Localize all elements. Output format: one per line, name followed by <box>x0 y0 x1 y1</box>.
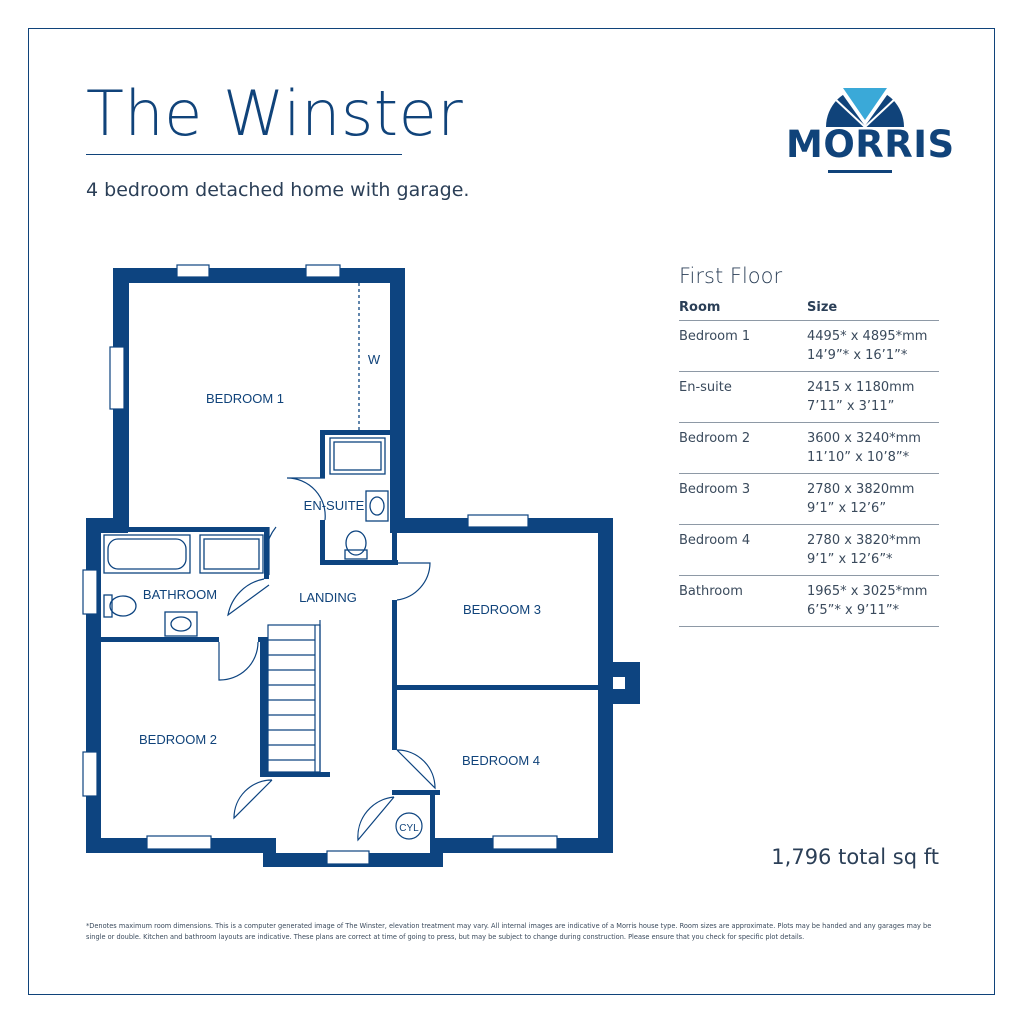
exterior-walls <box>86 268 640 867</box>
size-metric: 4495* x 4895*mm <box>807 329 928 344</box>
floor-title: First Floor <box>679 264 783 288</box>
room-size: 3600 x 3240*mm 11’10” x 10’8”* <box>807 422 939 474</box>
label-wardrobe: W <box>368 352 381 367</box>
room-dimensions-panel: First Floor Room Size Bedroom 1 4495* x … <box>679 264 939 627</box>
room-size: 2780 x 3820mm 9’1” x 12’6” <box>807 473 939 525</box>
label-en-suite: EN-SUITE <box>304 498 365 513</box>
table-row: Bathroom 1965* x 3025*mm 6’5”* x 9’11”* <box>679 575 939 627</box>
logo-wordmark: MORRIS <box>786 123 955 166</box>
table-header-row: Room Size <box>679 300 939 321</box>
table-row: Bedroom 4 2780 x 3820*mm 9’1” x 12’6”* <box>679 524 939 576</box>
room-name: Bedroom 3 <box>679 473 807 525</box>
size-imperial: 7’11” x 3’11” <box>807 399 895 414</box>
column-header-size: Size <box>807 300 939 321</box>
room-dimensions-table: Room Size Bedroom 1 4495* x 4895*mm 14’9”… <box>679 300 939 627</box>
cylinder-icon <box>395 812 423 840</box>
windows <box>82 264 558 865</box>
total-area: 1,796 total sq ft <box>771 845 939 869</box>
room-name: En-suite <box>679 371 807 423</box>
label-cylinder: CYL <box>399 823 419 834</box>
staircase <box>267 620 321 775</box>
floor-plan: BEDROOM 1 W EN-SUITE BATHROOM LANDING BE… <box>82 264 640 867</box>
room-size: 1965* x 3025*mm 6’5”* x 9’11”* <box>807 575 939 627</box>
room-size: 4495* x 4895*mm 14’9”* x 16’1”* <box>807 320 939 372</box>
label-bedroom-2: BEDROOM 2 <box>139 732 217 747</box>
label-bedroom-3: BEDROOM 3 <box>463 602 541 617</box>
door-swings <box>218 477 436 842</box>
size-imperial: 14’9”* x 16’1”* <box>807 348 908 363</box>
table-row: Bedroom 1 4495* x 4895*mm 14’9”* x 16’1”* <box>679 320 939 372</box>
room-name: Bedroom 1 <box>679 320 807 372</box>
label-landing: LANDING <box>299 590 357 605</box>
column-header-room: Room <box>679 300 807 321</box>
size-metric: 2415 x 1180mm <box>807 380 915 395</box>
room-name: Bathroom <box>679 575 807 627</box>
size-imperial: 9’1” x 12’6” <box>807 501 887 516</box>
size-metric: 1965* x 3025*mm <box>807 584 928 599</box>
page-subtitle: 4 bedroom detached home with garage. <box>86 179 470 201</box>
table-row: Bedroom 2 3600 x 3240*mm 11’10” x 10’8”* <box>679 422 939 474</box>
size-metric: 3600 x 3240*mm <box>807 431 921 446</box>
size-imperial: 11’10” x 10’8”* <box>807 450 910 465</box>
size-imperial: 9’1” x 12’6”* <box>807 552 893 567</box>
sunburst-logo-icon <box>826 88 904 128</box>
page-title: The Winster <box>86 77 464 150</box>
table-row: En-suite 2415 x 1180mm 7’11” x 3’11” <box>679 371 939 423</box>
size-imperial: 6’5”* x 9’11”* <box>807 603 900 618</box>
morris-logo: MORRIS <box>786 86 955 176</box>
room-size: 2415 x 1180mm 7’11” x 3’11” <box>807 371 939 423</box>
interior-walls <box>101 430 598 853</box>
room-name: Bedroom 2 <box>679 422 807 474</box>
title-divider <box>86 154 402 155</box>
page-frame <box>28 28 995 995</box>
logo-underline <box>828 170 892 173</box>
fixtures <box>103 283 389 637</box>
room-name: Bedroom 4 <box>679 524 807 576</box>
disclaimer-text: *Denotes maximum room dimensions. This i… <box>86 922 932 941</box>
size-metric: 2780 x 3820mm <box>807 482 915 497</box>
size-metric: 2780 x 3820*mm <box>807 533 921 548</box>
room-size: 2780 x 3820*mm 9’1” x 12’6”* <box>807 524 939 576</box>
label-bedroom-4: BEDROOM 4 <box>462 753 540 768</box>
label-bathroom: BATHROOM <box>143 587 217 602</box>
table-row: Bedroom 3 2780 x 3820mm 9’1” x 12’6” <box>679 473 939 525</box>
label-bedroom-1: BEDROOM 1 <box>206 391 284 406</box>
